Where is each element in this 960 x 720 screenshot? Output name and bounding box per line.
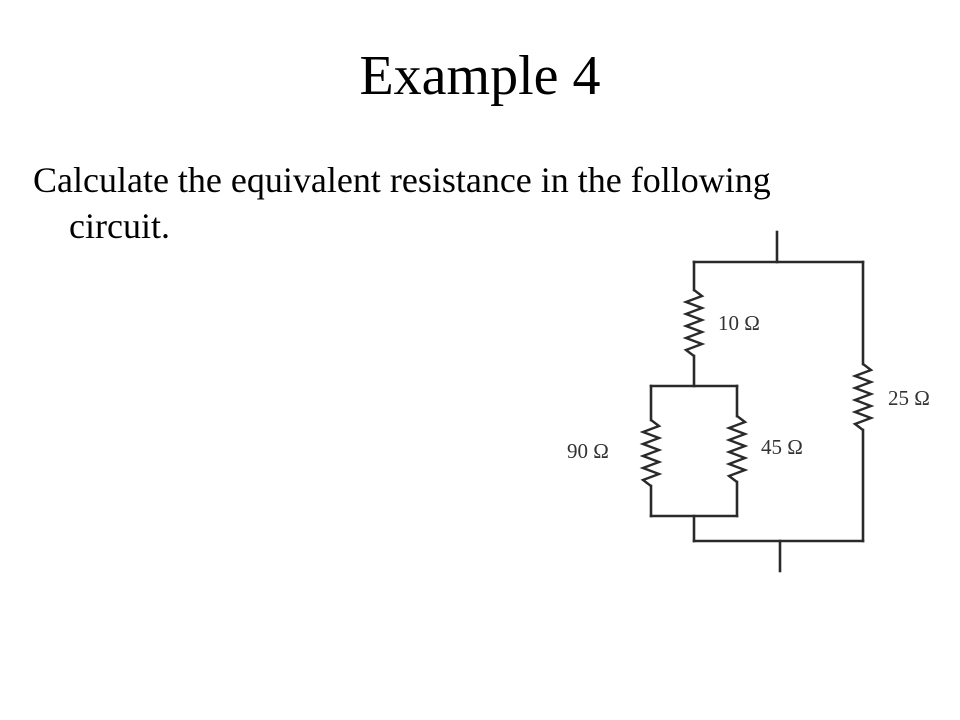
resistor-45-ohm <box>725 415 749 483</box>
resistor-90-ohm <box>639 419 663 487</box>
question-text: Calculate the equivalent resistance in t… <box>33 157 933 249</box>
slide-title: Example 4 <box>359 45 601 107</box>
resistor-25-ohm <box>851 363 875 431</box>
label-25-ohm: 25 Ω <box>888 386 930 410</box>
label-10-ohm: 10 Ω <box>718 311 760 335</box>
label-90-ohm: 90 Ω <box>567 439 609 463</box>
question-line-1: Calculate the equivalent resistance in t… <box>33 160 771 200</box>
question-line-2: circuit. <box>69 206 170 246</box>
resistor-10-ohm <box>682 289 706 357</box>
label-45-ohm: 45 Ω <box>761 435 803 459</box>
